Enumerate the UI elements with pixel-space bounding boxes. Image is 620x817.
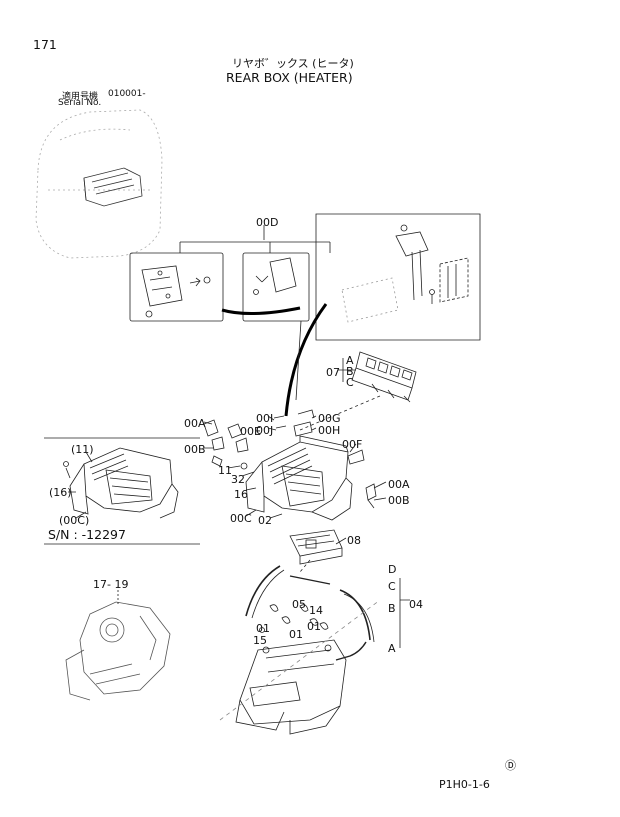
bracket-parts	[141, 265, 211, 318]
callout-01-b: 01	[289, 628, 303, 641]
callout-00D: 00D	[256, 216, 279, 229]
hardware-clip-parts	[203, 409, 377, 509]
vent-louvers-01	[269, 604, 329, 630]
callout-00A-left: 00A	[184, 417, 206, 430]
callout-B-upper: B	[346, 365, 354, 378]
serial-label-en: Serial No.	[58, 98, 102, 108]
callout-B-lower: B	[388, 602, 396, 615]
callout-07: 07	[326, 366, 340, 379]
callout-00C: 00C	[230, 512, 252, 525]
callout-00A-right: 00A	[388, 478, 410, 491]
page-number: 171	[33, 37, 57, 52]
callout-14: 14	[309, 604, 323, 617]
callout-32: 32	[231, 473, 245, 486]
machine-overview-silhouette	[35, 109, 163, 259]
footer-mark: Ⓓ	[505, 759, 516, 772]
callout-00B-right: 00B	[388, 494, 410, 507]
serial-start: 010001-	[108, 89, 146, 99]
title-japanese: リヤボ゛ックス (ヒータ)	[232, 57, 354, 70]
callout-A-upper: A	[346, 354, 354, 367]
callout-D-lower: D	[388, 563, 397, 576]
inset-callout-00C: (00C)	[59, 514, 90, 527]
callout-08: 08	[347, 534, 361, 547]
footer-page-code: P1H0-1-6	[439, 778, 490, 791]
callout-04: 04	[409, 598, 423, 611]
detail-box-bracket	[129, 252, 224, 322]
callout-00F: 00F	[342, 438, 363, 451]
callout-11: 11	[218, 464, 232, 477]
callout-C-upper: C	[346, 376, 354, 389]
connector-thick-left	[221, 306, 301, 316]
callout-16: 16	[234, 488, 248, 501]
switch-panel-07	[351, 351, 417, 403]
callout-00B-left: 00B	[184, 443, 206, 456]
inset-serial-range: S/N : -12297	[48, 527, 126, 542]
inset-separator	[44, 437, 200, 545]
callout-00E: 00E	[240, 425, 261, 438]
machine-rear-box-highlight	[83, 167, 143, 207]
callout-00J: 00J	[256, 424, 274, 437]
mount-plate-08	[289, 529, 343, 565]
inset-rear-box-early-model	[63, 447, 179, 519]
large-box-parts	[341, 224, 469, 323]
base-frame	[235, 639, 347, 735]
callout-A-lower: A	[388, 642, 396, 655]
detail-box-large	[315, 213, 481, 341]
machine-lower-detail	[65, 601, 171, 701]
duct-hoses-04	[245, 565, 375, 661]
callout-00I: 00I	[256, 412, 274, 425]
callout-05: 05	[292, 598, 306, 611]
inset-callout-11: (11)	[71, 443, 94, 456]
callout-17-19: 17- 19	[93, 578, 129, 591]
callout-15: 15	[253, 634, 267, 647]
serial-label-jp: 適用号機	[62, 92, 99, 102]
title-english: REAR BOX (HEATER)	[226, 70, 353, 85]
rear-box-main-assembly	[245, 435, 353, 521]
callout-01-a: 01	[256, 622, 270, 635]
callout-C-lower: C	[388, 580, 396, 593]
callout-00H: 00H	[318, 424, 341, 437]
filter-plate-part	[253, 257, 297, 295]
callout-02: 02	[258, 514, 272, 527]
detail-box-00D	[242, 252, 310, 322]
inset-callout-16: (16)	[49, 486, 72, 499]
